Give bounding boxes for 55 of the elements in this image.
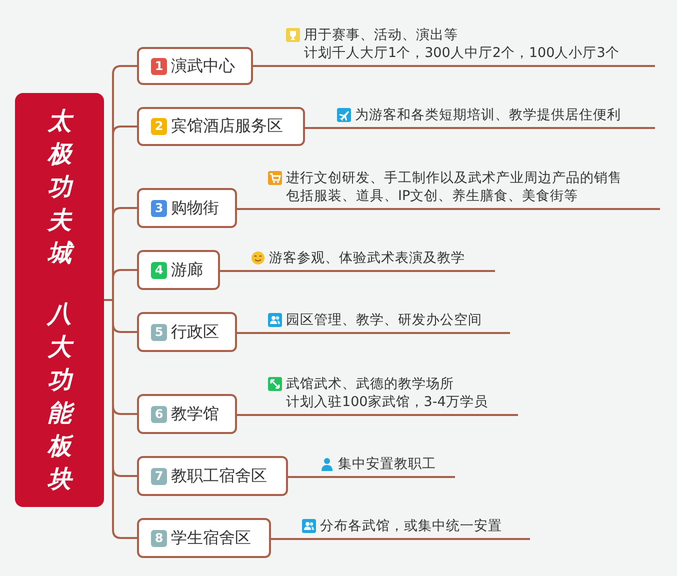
connector-line [220, 270, 251, 272]
number-badge: 5 [151, 324, 167, 340]
note-text: 包括服装、道具、IP文创、养生膳食、美食街等 [286, 187, 578, 205]
topic-title: 游廊 [171, 260, 203, 280]
note-line [268, 169, 660, 210]
topic-title: 教职工宿舍区 [171, 466, 267, 486]
note-text: 计划千人大厅1个，300人中厅2个，100人小厅3个 [304, 44, 620, 62]
note-text: 武馆武术、武德的教学场所 [286, 375, 454, 393]
topic-box [137, 312, 237, 352]
topic-box [137, 456, 288, 496]
topic-box [137, 518, 271, 558]
topic-title: 宾馆酒店服务区 [171, 116, 283, 137]
topic-title: 演武中心 [171, 56, 235, 76]
title-text: 八大功能板块 [46, 298, 72, 496]
note-line [251, 249, 495, 272]
note-text: 用于赛事、活动、演出等 [304, 26, 458, 44]
number-badge: 8 [151, 530, 167, 546]
title-panel [15, 93, 104, 507]
connector-line [237, 332, 268, 334]
connector-line [104, 299, 137, 539]
note-text: 游客参观、体验武术表演及教学 [269, 249, 465, 267]
note-text: 分布各武馆，或集中统一安置 [320, 517, 502, 535]
connector-line [305, 127, 337, 129]
topic-title: 购物街 [171, 198, 219, 218]
note-text: 计划入驻100家武馆，3-4万学员 [286, 393, 488, 411]
topic-title: 学生宿舍区 [171, 528, 251, 548]
connector-line [237, 414, 268, 416]
number-badge: 6 [151, 406, 167, 422]
note-text: 为游客和各类短期培训、教学提供居住便利 [355, 106, 621, 124]
number-badge: 3 [151, 200, 167, 216]
note-line [268, 375, 518, 416]
note-line [302, 517, 530, 540]
topic-box [137, 394, 237, 434]
number-badge: 2 [151, 118, 167, 135]
note-line [320, 455, 455, 478]
number-badge: 1 [151, 58, 167, 74]
topic-box [137, 107, 305, 146]
note-text: 进行文创研发、手工制作以及武术产业周边产品的销售 [286, 169, 622, 187]
topic-box [137, 188, 237, 228]
topic-box [137, 47, 253, 85]
title-text: 太极功夫城 [46, 104, 72, 270]
note-text: 园区管理、教学、研发办公空间 [286, 311, 482, 329]
topic-title: 行政区 [171, 322, 219, 342]
connector-line [237, 208, 268, 210]
note-text: 集中安置教职工 [338, 455, 436, 473]
topic-box [137, 250, 220, 290]
number-badge: 7 [151, 468, 167, 484]
note-line [337, 106, 655, 129]
connector-line [288, 476, 320, 478]
number-badge: 4 [151, 262, 167, 278]
topic-title: 教学馆 [171, 404, 219, 424]
connector-line [271, 538, 302, 540]
connector-line [253, 65, 286, 67]
note-line [286, 26, 655, 67]
note-line [268, 311, 510, 334]
